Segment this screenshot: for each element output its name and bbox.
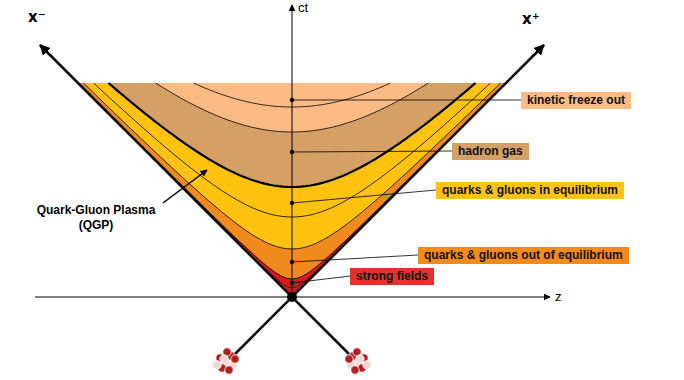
stage-label: kinetic freeze out: [527, 93, 625, 107]
nucleus: [213, 348, 239, 374]
leader-line: [292, 276, 350, 283]
nucleon: [225, 366, 233, 374]
stage-label: quarks & gluons in equilibrium: [442, 183, 618, 197]
leader-dot: [290, 281, 294, 285]
nucleon: [351, 366, 359, 374]
nucleon: [231, 355, 239, 363]
light-cone-plus: [232, 45, 544, 357]
leader-dot: [290, 201, 294, 205]
region-label: Quark-Gluon Plasma (QGP): [30, 203, 162, 233]
stage-label-box: strong fields: [350, 268, 434, 285]
nucleon: [345, 355, 353, 363]
leader-line: [292, 190, 436, 203]
stage-label-box: quarks & gluons out of equilibrium: [418, 247, 629, 264]
light-cone-minus: [40, 45, 352, 357]
leader-line: [292, 151, 452, 152]
stage-label: hadron gas: [458, 144, 523, 158]
axis-label: x⁻: [28, 10, 46, 25]
stage-label: strong fields: [356, 269, 428, 283]
nucleon: [363, 361, 371, 369]
pointer-arrow: [163, 170, 207, 203]
nucleon: [220, 355, 228, 363]
stage-label-box: quarks & gluons in equilibrium: [436, 182, 624, 199]
stage-label-box: kinetic freeze out: [521, 92, 631, 109]
leader-dot: [290, 260, 294, 264]
leader-line: [292, 255, 418, 262]
stage-label: quarks & gluons out of equilibrium: [424, 248, 623, 262]
leader-line: [292, 100, 521, 101]
nucleus: [345, 348, 371, 374]
nucleon: [356, 355, 364, 363]
axis-label: ct: [298, 0, 308, 15]
leader-dot: [290, 98, 294, 102]
collision-point: [287, 292, 297, 302]
stage-label-box: hadron gas: [452, 143, 529, 160]
axis-label: x⁺: [522, 12, 540, 27]
leader-dot: [290, 150, 294, 154]
nucleon: [213, 361, 221, 369]
axis-label: z: [555, 289, 562, 304]
